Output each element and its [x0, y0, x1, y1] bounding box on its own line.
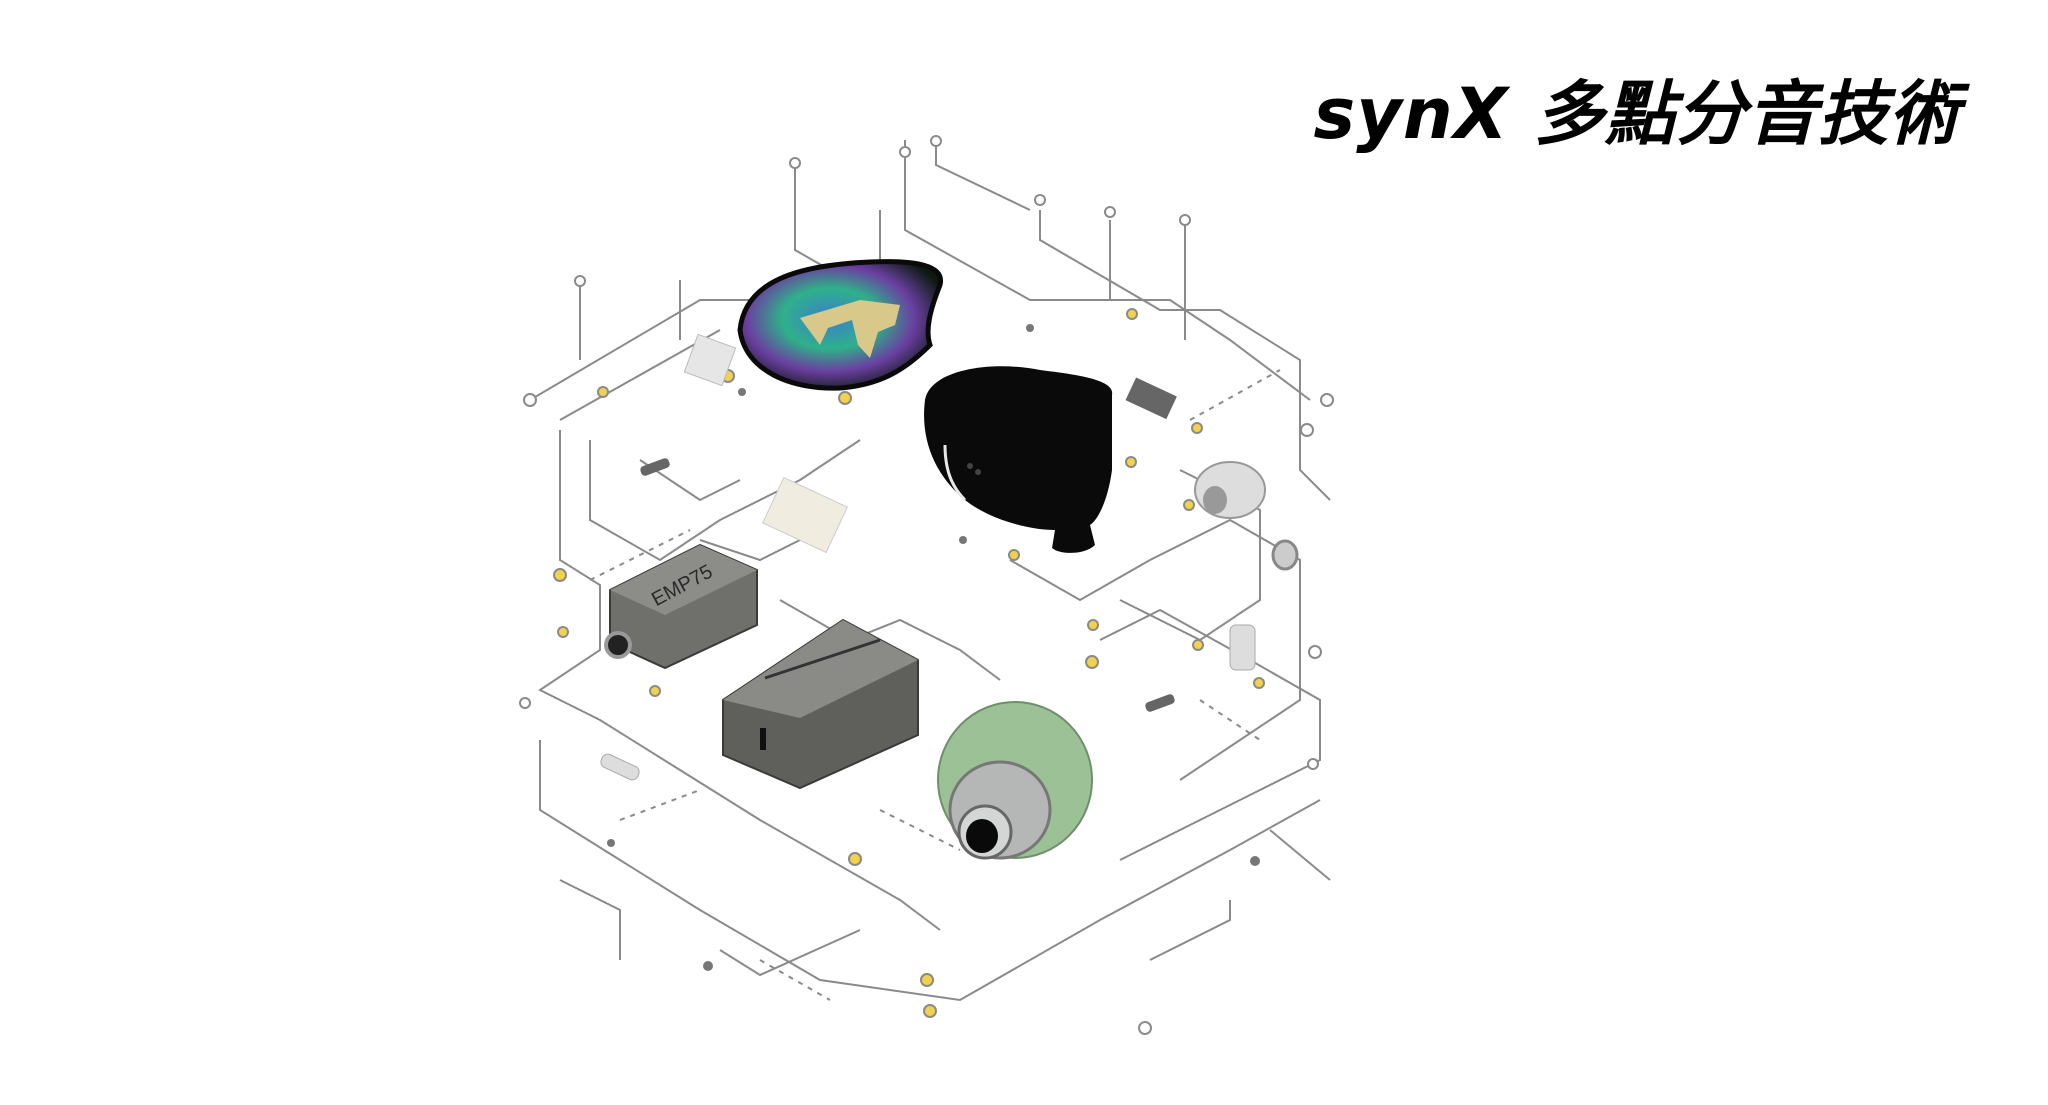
faceplate: [737, 259, 943, 391]
emp75-driver: EMP75: [604, 543, 758, 670]
dynamic-driver: [937, 701, 1093, 860]
balanced-armature-block: [722, 618, 919, 790]
earphone-shell: [924, 366, 1113, 553]
page-title: synX 多點分音技術: [1313, 73, 1960, 155]
circuit-traces: [519, 135, 1334, 1035]
passive-components: [600, 333, 1299, 781]
